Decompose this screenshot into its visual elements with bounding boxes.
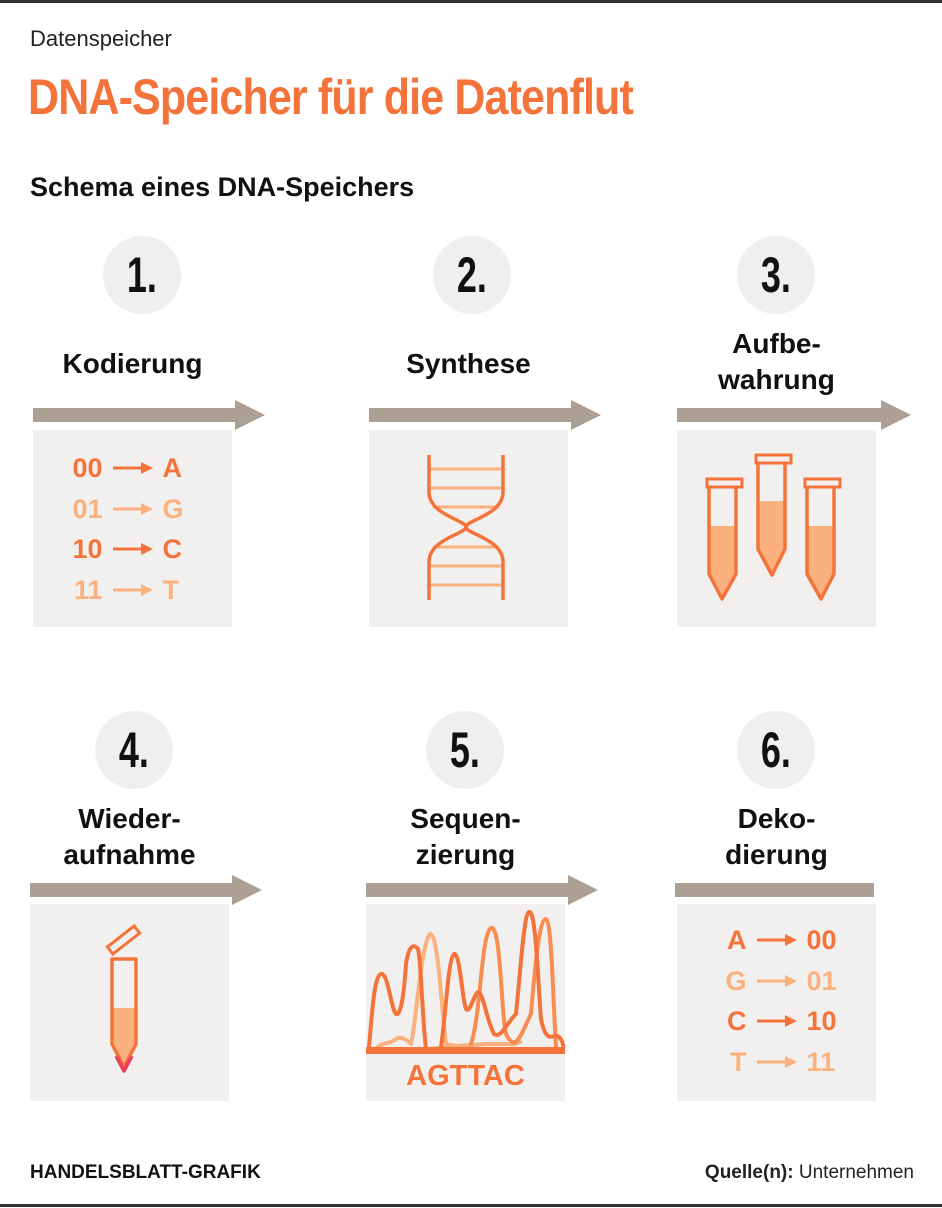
- step-label: Aufbe- wahrung: [677, 326, 876, 398]
- right-arrow-icon: [756, 1055, 797, 1068]
- step-label-line: dierung: [725, 839, 828, 870]
- right-arrow-icon: [112, 543, 153, 556]
- right-arrow-icon: [756, 934, 797, 947]
- step-number: 4.: [118, 722, 150, 778]
- step-number: 2.: [456, 247, 488, 303]
- step-label-line: Synthese: [406, 348, 531, 379]
- step-label-line: Wieder-: [78, 803, 181, 834]
- step-number-badge: 5.: [426, 711, 504, 789]
- right-arrow-icon: [112, 502, 153, 515]
- right-arrow-icon: [756, 1015, 797, 1028]
- encoding-table: 00 A 01 G 10 C 11 T: [33, 448, 232, 610]
- source: Quelle(n): Unternehmen: [705, 1162, 914, 1184]
- step-panel: [369, 430, 568, 627]
- right-arrow-icon: [756, 974, 797, 987]
- step-label-line: aufnahme: [63, 839, 196, 870]
- mapping-from: 00: [72, 453, 103, 483]
- dna-helix-icon: [427, 455, 505, 600]
- mapping-row: 11 T: [33, 570, 232, 611]
- step-label-line: wahrung: [718, 364, 835, 395]
- mapping-to: 10: [806, 1006, 837, 1036]
- step-number: 3.: [760, 247, 792, 303]
- mapping-from: 11: [73, 574, 103, 605]
- step-panel: AGTTAC: [366, 904, 566, 1101]
- step-label-line: Aufbe-: [732, 328, 821, 359]
- step-panel: A 00 G 01 C 10 T 11: [677, 904, 876, 1101]
- step-number-badge: 3.: [737, 236, 815, 314]
- source-value: Unternehmen: [798, 1162, 914, 1183]
- mapping-to: 00: [806, 925, 837, 955]
- step-label: Sequen- zierung: [366, 801, 565, 873]
- chromatogram-icon: [366, 909, 566, 1056]
- step-label-line: Sequen-: [410, 803, 521, 834]
- step-number: 1.: [126, 247, 158, 303]
- step-number-badge: 2.: [433, 236, 511, 314]
- decoding-table: A 00 G 01 C 10 T 11: [677, 920, 876, 1082]
- mapping-to: T: [162, 574, 180, 605]
- mapping-row: 00 A: [33, 448, 232, 489]
- step-label-line: Kodierung: [62, 348, 203, 379]
- mapping-to: A: [162, 453, 183, 483]
- mapping-row: G 01: [677, 961, 876, 1002]
- mapping-row: 10 C: [33, 529, 232, 570]
- mapping-row: T 11: [677, 1042, 876, 1083]
- step-label-line: zierung: [415, 839, 516, 870]
- mapping-to: 11: [806, 1046, 836, 1077]
- test-tube-icon: [754, 453, 793, 577]
- bottom-rule: [0, 1204, 942, 1207]
- step-panel: [677, 430, 876, 627]
- step-label: Deko- dierung: [677, 801, 876, 873]
- step-label-line: Deko-: [737, 803, 816, 834]
- credit: HANDELSBLATT-GRAFIK: [30, 1162, 261, 1183]
- top-rule: [0, 0, 942, 3]
- source-label: Quelle(n):: [704, 1162, 794, 1183]
- mapping-row: A 00: [677, 920, 876, 961]
- mapping-from: 01: [72, 493, 103, 524]
- mapping-from: G: [725, 965, 747, 996]
- step-label: Synthese: [369, 346, 568, 382]
- mapping-from: T: [730, 1046, 747, 1077]
- subtitle: Schema eines DNA-Speichers: [30, 172, 415, 202]
- test-tube-icon: [705, 477, 744, 601]
- step-number: 6.: [760, 722, 792, 778]
- open-test-tube-icon: [105, 923, 142, 1073]
- step-number-badge: 4.: [95, 711, 173, 789]
- mapping-to: 01: [806, 965, 837, 996]
- mapping-from: 10: [72, 534, 103, 564]
- sequence-text: AGTTAC: [406, 1060, 525, 1092]
- kicker: Datenspeicher: [30, 26, 172, 51]
- headline: DNA-Speicher für die Datenflut: [28, 69, 634, 125]
- step-panel: 00 A 01 G 10 C 11 T: [33, 430, 232, 627]
- test-tube-icon: [803, 477, 842, 601]
- mapping-to: G: [162, 493, 184, 524]
- mapping-to: C: [162, 534, 183, 564]
- step-label: Wieder- aufnahme: [30, 801, 229, 873]
- step-number: 5.: [449, 722, 481, 778]
- step-number-badge: 6.: [737, 711, 815, 789]
- right-arrow-icon: [112, 583, 153, 596]
- right-arrow-icon: [112, 462, 153, 475]
- step-number-badge: 1.: [103, 236, 181, 314]
- mapping-row: C 10: [677, 1001, 876, 1042]
- mapping-from: C: [727, 1006, 747, 1036]
- step-label: Kodierung: [33, 346, 232, 382]
- mapping-row: 01 G: [33, 489, 232, 530]
- mapping-from: A: [727, 925, 747, 955]
- step-panel: [30, 904, 229, 1101]
- three-test-tubes-icon: [705, 453, 842, 601]
